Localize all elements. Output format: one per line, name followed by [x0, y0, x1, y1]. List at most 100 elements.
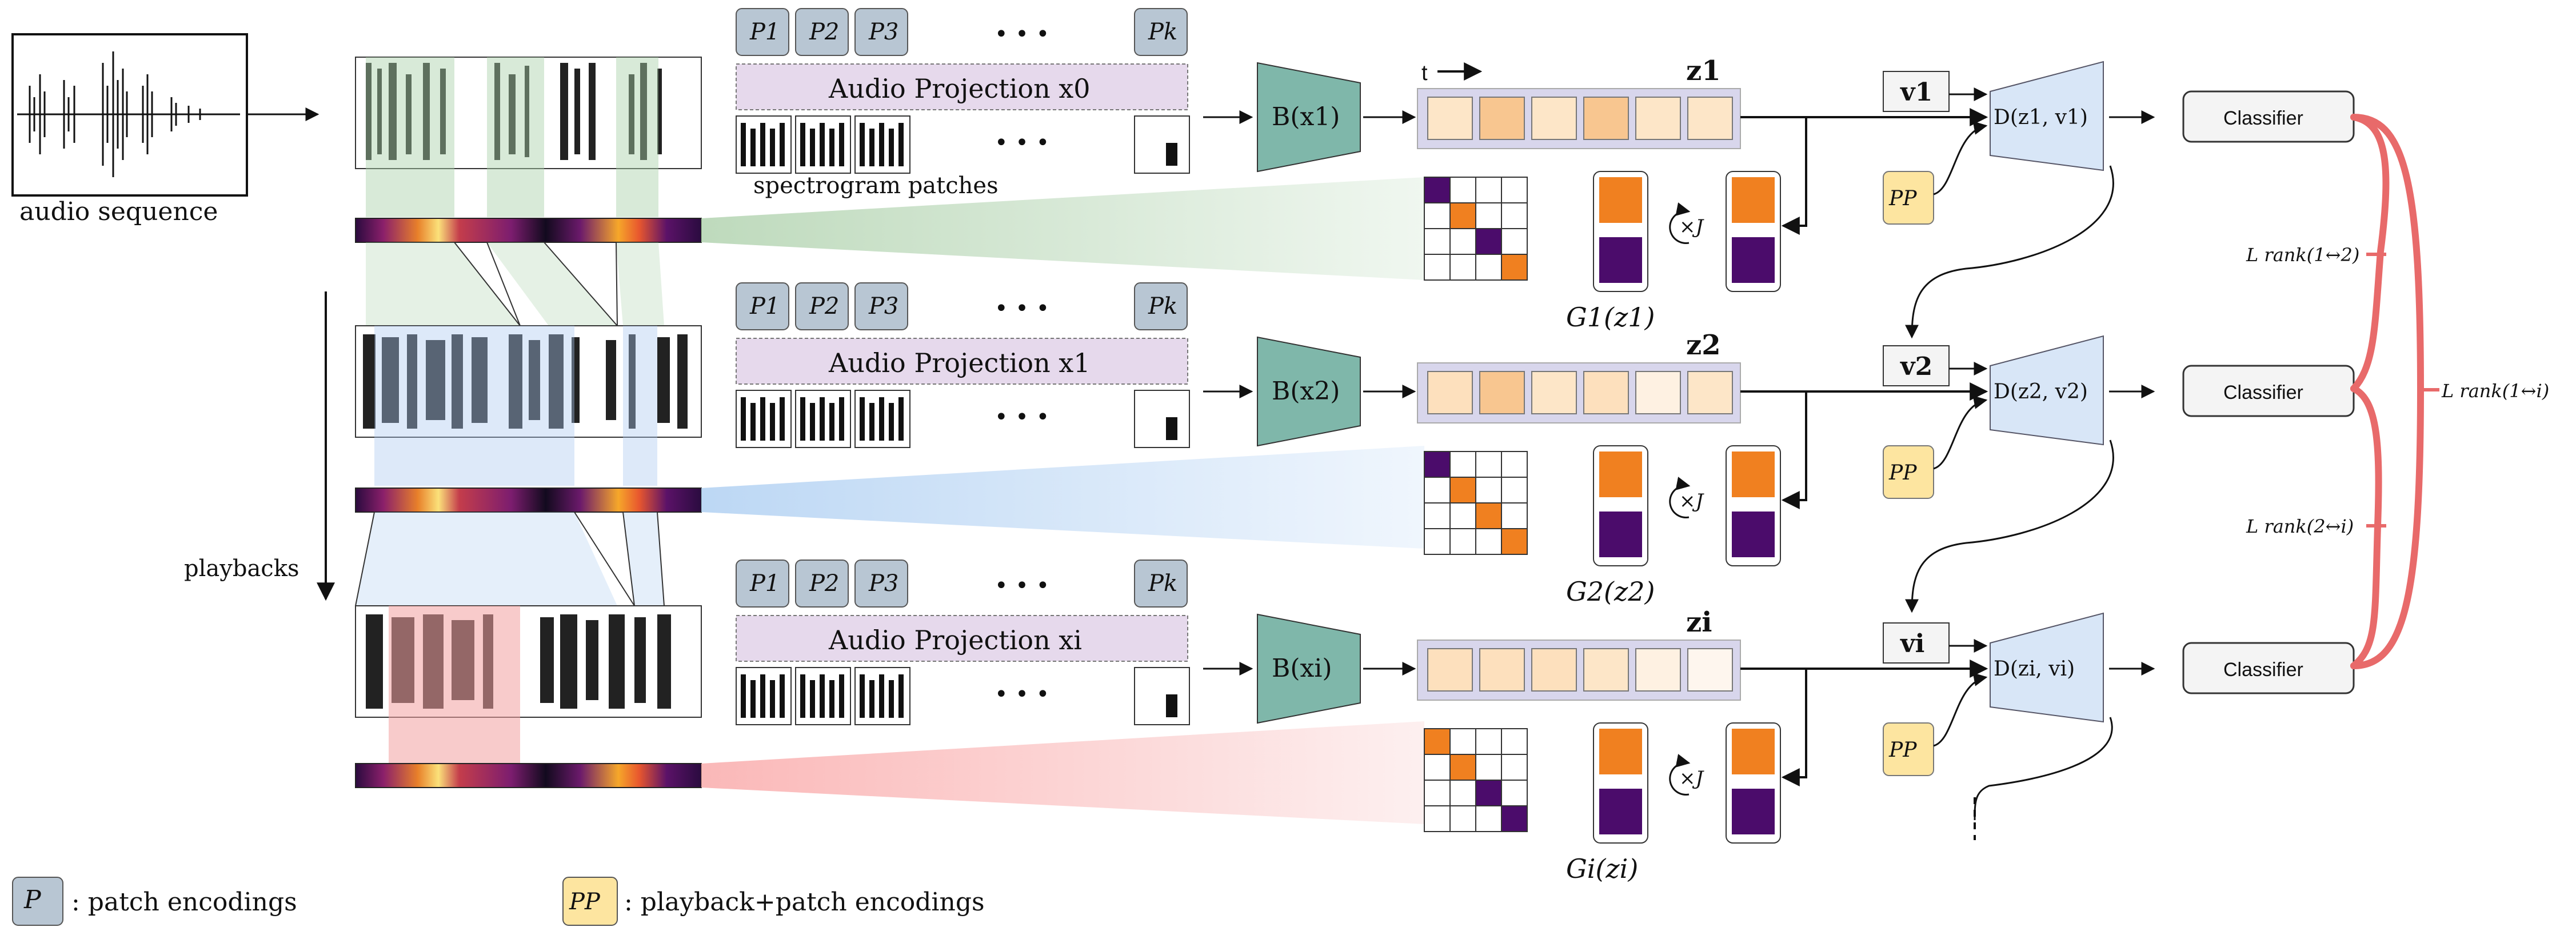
mini-patch-texture — [741, 397, 746, 441]
mini-patch-ellipsis: • • • — [995, 130, 1050, 156]
mini-patch-ellipsis: • • • — [995, 404, 1050, 430]
mini-patch-k-texture — [1166, 694, 1177, 717]
token-pair-bottom — [1732, 512, 1775, 557]
gram-cell — [1501, 228, 1528, 255]
blue-link-2 — [623, 512, 664, 606]
gram-cell — [1424, 528, 1451, 555]
encoder-block — [1257, 62, 1361, 173]
audio-projection-label: Audio Projection x0 — [829, 73, 1091, 104]
patch-token — [854, 282, 908, 330]
repeat-J-label: ×J — [1679, 490, 1704, 513]
gram-cell — [1449, 228, 1476, 255]
mini-patch-texture — [879, 674, 884, 718]
decoder-to-continuation — [1974, 717, 2113, 821]
mini-patch-texture — [780, 674, 785, 718]
latent-token — [1531, 648, 1577, 692]
gram-cell — [1501, 202, 1528, 229]
mini-patch-k — [1134, 390, 1190, 448]
mini-patch-texture — [829, 680, 834, 718]
mini-patch-texture — [760, 397, 765, 441]
token-pair-top — [1599, 729, 1642, 774]
main-rows — [1203, 61, 2355, 844]
gram-cell — [1424, 228, 1451, 255]
decoder-to-next-v — [1905, 439, 2114, 613]
mini-patch-texture — [860, 123, 865, 166]
spectrogram-patches-label: spectrogram patches — [753, 173, 999, 199]
patch-token — [736, 8, 789, 56]
mini-patch-texture — [879, 397, 884, 441]
mini-patch-texture — [869, 129, 874, 166]
gram-cell — [1501, 451, 1528, 478]
latent-token — [1583, 371, 1629, 414]
pp-to-decoder — [1933, 121, 1988, 195]
link-lines-2 — [355, 512, 665, 606]
decoder-block — [1990, 612, 2104, 723]
mini-patch-texture — [750, 680, 756, 718]
mini-patch-texture — [839, 397, 844, 441]
decoder-label: D(zi, vi) — [1994, 657, 2075, 681]
mini-patch-texture — [869, 680, 874, 718]
latent-token — [1635, 648, 1681, 692]
waveform — [17, 51, 240, 177]
mini-patch-texture — [829, 129, 834, 166]
latent-token — [1531, 371, 1577, 414]
mini-patch-texture — [839, 123, 844, 166]
loss-connectors — [2350, 114, 2425, 669]
sequence-to-gram — [1781, 117, 1807, 235]
repeat-J-label: ×J — [1679, 767, 1704, 790]
token-pair-bottom — [1599, 512, 1642, 557]
pp-label: PP — [1889, 187, 1917, 210]
gram-highlight — [1449, 477, 1476, 504]
repeat-loop-arrow — [1669, 754, 1691, 796]
pp-label: PP — [1889, 738, 1917, 762]
playback-v-label: v1 — [1900, 78, 1933, 107]
loss-rank-1-i: L rank(1↔i) — [2442, 380, 2550, 402]
gram-cell — [1449, 805, 1476, 832]
gram-cell — [1424, 780, 1451, 806]
audio-projection-label: Audio Projection xi — [829, 625, 1082, 656]
latent-token — [1687, 97, 1733, 140]
blue-band-2b — [623, 326, 657, 486]
mini-patch-texture — [820, 674, 825, 718]
audio-projection-label: Audio Projection x1 — [829, 347, 1091, 378]
gram-highlight — [1501, 805, 1528, 832]
gram-cell — [1449, 177, 1476, 203]
mini-patch-texture — [898, 397, 904, 441]
patch-token-label: P1 — [750, 19, 780, 45]
latent-token — [1687, 371, 1733, 414]
patch-token — [795, 8, 849, 56]
mini-patch-texture — [820, 123, 825, 166]
gram-cell — [1449, 502, 1476, 529]
patch-token-label: P3 — [869, 19, 899, 45]
token-pair-bottom — [1732, 237, 1775, 283]
green-band-1a — [366, 57, 454, 217]
mini-patch-texture — [898, 674, 904, 718]
patch-token-label: P3 — [869, 293, 899, 319]
gram-projection-cone-3 — [701, 721, 1424, 824]
mini-patch-texture — [770, 403, 775, 441]
latent-token — [1427, 648, 1473, 692]
latent-token — [1583, 97, 1629, 140]
gram-highlight — [1424, 177, 1451, 203]
patch-token — [854, 8, 908, 56]
token-pair-bottom — [1599, 789, 1642, 834]
encoder-label: B(x1) — [1272, 102, 1340, 131]
patch-ellipsis: • • • — [995, 573, 1050, 599]
latent-z-label: zi — [1686, 606, 1712, 638]
encoder-block — [1257, 613, 1361, 724]
mini-patch-k — [1134, 115, 1190, 174]
patch-token-label: P1 — [750, 293, 780, 319]
mini-patch-texture — [760, 674, 765, 718]
mini-patch-k-texture — [1166, 417, 1177, 440]
sequence-to-gram — [1781, 669, 1807, 786]
spectrogram-2-texture — [363, 334, 688, 429]
blue-link-1 — [356, 512, 617, 606]
gram-cell — [1424, 477, 1451, 504]
patch-token-label: Pk — [1148, 19, 1178, 45]
mini-patch-texture — [800, 674, 805, 718]
token-pair-top — [1732, 177, 1775, 223]
mini-patch-texture — [889, 129, 894, 166]
link-lines-1 — [454, 242, 618, 326]
latent-z-label: z2 — [1686, 329, 1721, 361]
audio-sequence-label: audio sequence — [19, 197, 218, 226]
